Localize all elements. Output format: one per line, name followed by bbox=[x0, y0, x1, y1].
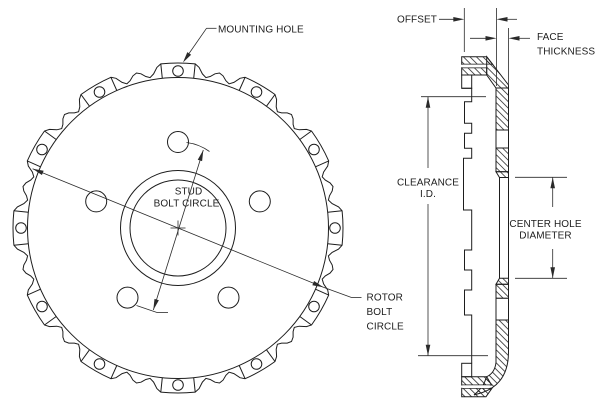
labels: MOUNTING HOLE STUD BOLT CIRCLE ROTOR BOL… bbox=[154, 15, 596, 333]
stud-hole-circle bbox=[85, 190, 108, 213]
tab-side-line bbox=[27, 160, 41, 168]
label-rotor-bolt-circle-line2: BOLT bbox=[367, 307, 393, 318]
dimension-lines bbox=[32, 8, 567, 357]
tab-side-line bbox=[266, 94, 276, 107]
label-clearance-id-line1: CLEARANCE bbox=[397, 178, 459, 189]
mounting-hole-arrow bbox=[183, 52, 192, 63]
label-stud-bolt-circle-line1: STUD bbox=[175, 187, 203, 198]
label-rotor-bolt-circle-line3: CIRCLE bbox=[367, 322, 405, 333]
label-face-thickness-line1: FACE bbox=[537, 32, 564, 43]
hat-slope-transition bbox=[486, 55, 509, 89]
flange-band-bottom-1 bbox=[461, 376, 493, 386]
mounting-hole-circle bbox=[36, 300, 48, 313]
tab-side-line bbox=[110, 77, 118, 91]
stud-leader-top bbox=[186, 142, 210, 152]
mounting-hole-bore-bottom bbox=[462, 385, 490, 389]
hat-face-wall-upper bbox=[495, 87, 509, 131]
mounting-hole-circle bbox=[172, 65, 184, 77]
label-clearance-id-line2: I.D. bbox=[420, 189, 436, 200]
center-hole-inner-circle bbox=[129, 179, 227, 277]
stud-hole-section-bottom bbox=[495, 297, 509, 321]
center-hole-chamfer-bottom bbox=[495, 277, 509, 285]
stud-hole-circle bbox=[167, 131, 189, 153]
flange-band-bottom-2 bbox=[461, 387, 493, 398]
stud-dim-arrow-upper bbox=[197, 150, 204, 162]
stud-hole-section-top bbox=[495, 129, 509, 149]
register-lip-top bbox=[461, 74, 473, 89]
clearance-arrow-top bbox=[425, 96, 431, 108]
center-hole-chamfer-circle bbox=[120, 170, 236, 286]
clearance-arrow-bottom bbox=[425, 344, 431, 356]
tab-side-line bbox=[327, 210, 343, 213]
tab-side-line bbox=[315, 288, 329, 296]
tab-side-line bbox=[80, 349, 90, 362]
tab-side-line bbox=[110, 365, 118, 379]
flange-disc-circle bbox=[27, 77, 329, 379]
stud-dim-arrow-lower bbox=[153, 298, 159, 310]
mounting-hole-circle bbox=[93, 86, 106, 98]
mounting-hole-circle bbox=[308, 300, 320, 313]
label-center-hole-diameter-line2: DIAMETER bbox=[519, 231, 571, 242]
center-hole-arrow-bottom bbox=[550, 267, 555, 279]
label-face-thickness-line2: THICKNESS bbox=[537, 47, 595, 58]
tab-side-line bbox=[266, 349, 276, 362]
mounting-hole-circle bbox=[250, 86, 263, 98]
rotor-dim-arrow-upper bbox=[32, 168, 44, 175]
tab-side-line bbox=[44, 130, 57, 140]
label-stud-bolt-circle-line2: BOLT CIRCLE bbox=[154, 199, 220, 210]
tab-side-line bbox=[238, 77, 246, 91]
face-thickness-arrow-right bbox=[508, 36, 520, 41]
offset-arrow-left bbox=[453, 17, 465, 22]
tab-side-line bbox=[327, 243, 343, 246]
rotor-bolt-circle-leader bbox=[323, 286, 352, 298]
center-hole-chamfer-top bbox=[495, 171, 509, 178]
tab-side-line bbox=[13, 210, 29, 213]
mounting-hole-circle bbox=[308, 143, 320, 156]
clearance-bore-step-profile bbox=[461, 87, 473, 364]
mounting-hole-circle bbox=[329, 222, 341, 234]
tab-side-line bbox=[160, 63, 163, 79]
rotor-dim-arrow-lower bbox=[312, 281, 324, 288]
label-center-hole-diameter-line1: CENTER HOLE bbox=[509, 219, 581, 230]
tab-side-line bbox=[13, 243, 29, 246]
label-mounting-hole: MOUNTING HOLE bbox=[218, 25, 304, 36]
stud-hole-circle bbox=[217, 286, 240, 309]
tab-side-line bbox=[193, 377, 196, 393]
tab-side-line bbox=[238, 365, 246, 379]
offset-arrow-right bbox=[496, 17, 508, 22]
face-thickness-arrow-left bbox=[485, 36, 497, 41]
stud-leader-bottom bbox=[136, 305, 158, 313]
tab-side-line bbox=[44, 316, 57, 326]
tab-side-line bbox=[80, 94, 90, 107]
mounting-hole-circle bbox=[36, 143, 48, 156]
label-rotor-bolt-circle-line1: ROTOR bbox=[367, 293, 403, 304]
flange-band-top-2 bbox=[461, 67, 488, 76]
tab-side-line bbox=[27, 288, 41, 296]
hat-face-wall-mid-lower bbox=[495, 283, 509, 299]
label-offset: OFFSET bbox=[397, 15, 437, 26]
register-lip-bottom bbox=[461, 362, 473, 378]
tab-side-line bbox=[193, 63, 196, 79]
front-view bbox=[12, 62, 344, 394]
tab-side-line bbox=[299, 130, 312, 140]
stud-hole-circle bbox=[248, 190, 271, 213]
mounting-hole-circle bbox=[172, 379, 184, 391]
mounting-hole-circle bbox=[250, 358, 263, 370]
stud-hole-circle bbox=[116, 286, 139, 309]
hat-face-wall-mid-upper bbox=[495, 147, 509, 173]
center-hole-arrow-top bbox=[550, 177, 555, 189]
mounting-hole-circle bbox=[15, 222, 27, 234]
tab-side-line bbox=[315, 160, 329, 168]
tab-side-line bbox=[299, 316, 312, 326]
mounting-hole-circle bbox=[93, 358, 106, 370]
mounting-hole-bore-top bbox=[462, 64, 491, 68]
section-view bbox=[461, 55, 509, 398]
tab-side-line bbox=[160, 377, 163, 393]
